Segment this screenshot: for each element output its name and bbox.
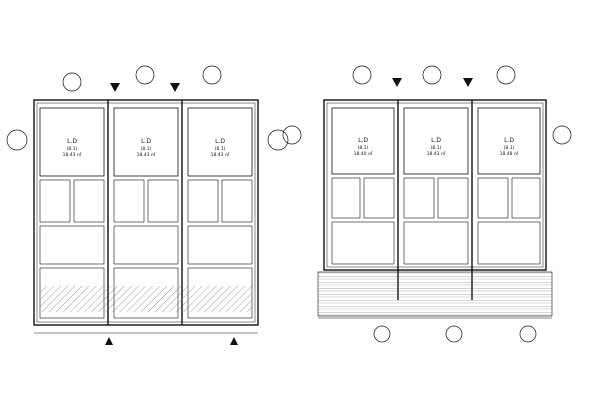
bath [363,177,395,219]
section-arrow-icon [105,337,113,345]
ld-sub: (8.1) [67,146,78,152]
ld-label: L.D [431,137,441,144]
living-room [477,107,541,175]
north-arrow-icon [392,78,402,87]
right-ground-hatch [317,271,553,317]
hall [187,225,253,265]
left-side-marker [6,129,28,151]
bath [147,179,179,223]
bottom-marker [519,325,537,343]
bath [437,177,469,219]
section-marker [202,65,222,85]
north-arrow-icon [463,78,473,87]
right-inner-outline [326,102,544,268]
section-marker [496,65,516,85]
right-unit-2: L.D (8.1) 18.43 ㎡ [403,107,469,265]
left-unit-2: L.D (8.1) 18.43 ㎡ [113,107,179,319]
kitchen [477,177,509,219]
kitchen [39,179,71,223]
section-marker [352,65,372,85]
section-marker [422,65,442,85]
right-side-marker [552,125,572,145]
hall [113,225,179,265]
left-inner-outline [36,102,256,323]
section-marker [62,72,82,92]
section-arrow-icon [230,337,238,345]
ld-area: 18.43 ㎡ [137,151,156,158]
bottom-marker [445,325,463,343]
left-hatched-band [40,286,252,312]
left-floor-plan: L.D (8.1) 18.43 ㎡ L.D (8.1) 18.43 ㎡ L.D … [6,65,289,345]
ld-area: 18.48 ㎡ [500,150,519,157]
left-building-outline [33,99,259,326]
bath [73,179,105,223]
kitchen [331,177,361,219]
ld-sub: (8.1) [215,146,226,152]
ld-label: L.D [504,137,514,144]
right-unit-1: L.D (8.1) 18.40 ㎡ [331,107,395,265]
ld-sub: (8.1) [358,145,369,151]
right-side-marker [267,129,289,151]
ld-label: L.D [215,138,225,145]
kitchen [113,179,145,223]
living-room [39,107,105,177]
hall [477,221,541,265]
ld-area: 18.43 ㎡ [427,150,446,157]
bath [221,179,253,223]
ld-area: 18.40 ㎡ [354,150,373,157]
bath [511,177,541,219]
kitchen [187,179,219,223]
ld-label: L.D [358,137,368,144]
right-unit-3: L.D (8.1) 18.48 ㎡ [477,107,541,265]
left-side-marker [282,125,302,145]
north-arrow-icon [110,83,120,92]
living-room [113,107,179,177]
ld-sub: (8.1) [141,146,152,152]
living-room [187,107,253,177]
section-marker [135,65,155,85]
left-top-markers [62,65,222,92]
right-building-outline [323,99,547,271]
ld-area: 18.43 ㎡ [63,151,82,158]
bottom-marker [373,325,391,343]
living-room [403,107,469,175]
kitchen [403,177,435,219]
ld-area: 18.43 ㎡ [211,151,230,158]
hall [39,225,105,265]
ld-label: L.D [141,138,151,145]
hall [403,221,469,265]
north-arrow-icon [170,83,180,92]
ld-sub: (8.1) [431,145,442,151]
hall [331,221,395,265]
ld-sub: (8.1) [504,145,515,151]
right-floor-plan: L.D (8.1) 18.40 ㎡ L.D (8.1) 18.43 ㎡ L.D … [282,65,572,343]
ld-label: L.D [67,138,77,145]
living-room [331,107,395,175]
